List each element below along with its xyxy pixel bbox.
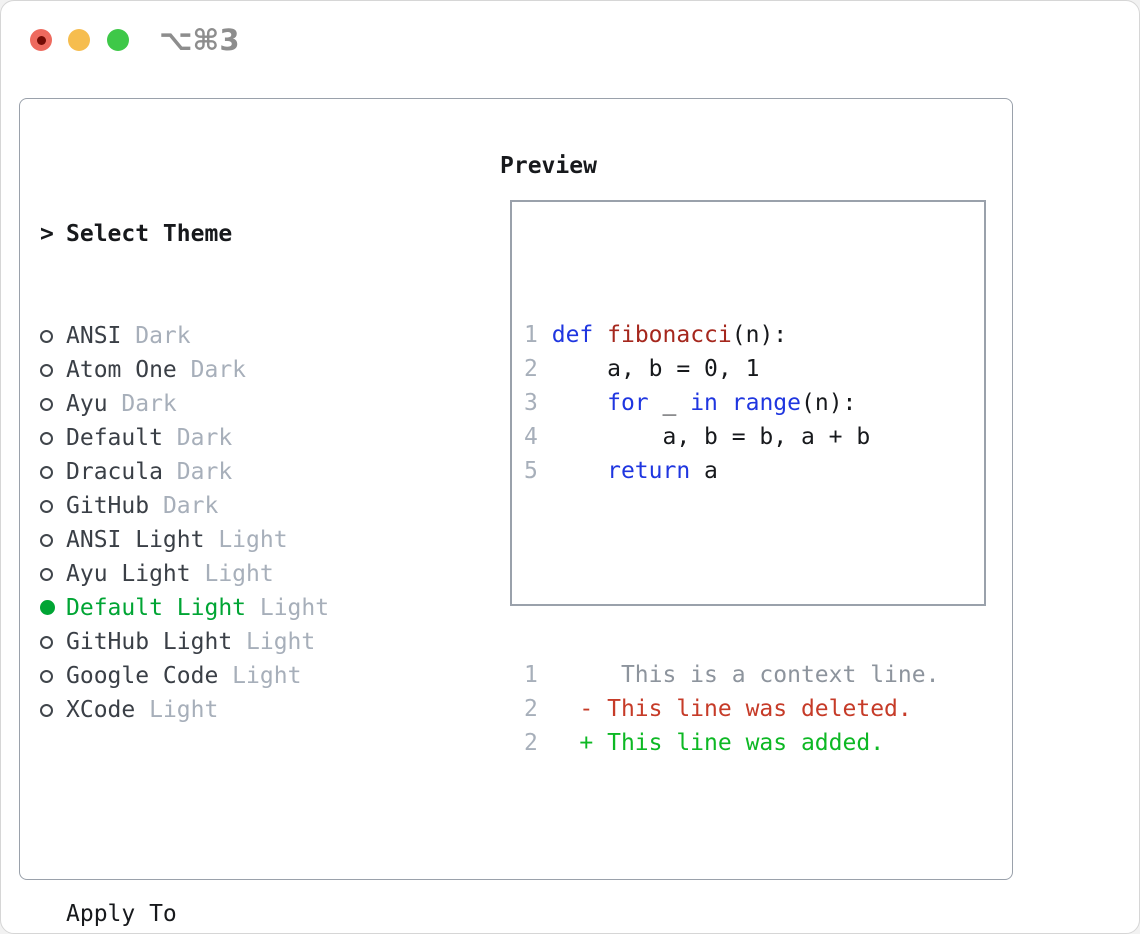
list-item-theme-ansi-light[interactable]: ANSI Light Light	[40, 523, 428, 557]
preview-diff: 1 This is a context line. 2 - This line w…	[524, 658, 984, 760]
item-variant-label: Dark	[121, 323, 191, 349]
radio-icon	[40, 466, 53, 479]
item-variant-label: Dark	[149, 493, 219, 519]
radio-icon	[40, 500, 53, 513]
item-label: GitHub	[66, 493, 150, 519]
preview-pane: 1 def fibonacci(n): 2 a, b = 0, 1 3 for _ …	[510, 200, 986, 756]
item-variant-label: Light	[232, 629, 316, 655]
radio-icon	[40, 670, 53, 683]
list-item-theme-dracula[interactable]: Dracula Dark	[40, 455, 428, 489]
item-label: Ayu Light	[66, 561, 191, 587]
list-item-theme-default[interactable]: Default Dark	[40, 421, 428, 455]
item-label: Atom One	[66, 357, 177, 383]
item-label: ANSI Light	[66, 527, 205, 553]
line-number: 2	[524, 730, 538, 756]
list-item-theme-ayu[interactable]: Ayu Dark	[40, 387, 428, 421]
preview-line: 1 def fibonacci(n):	[524, 322, 788, 348]
preview-line: 2 a, b = 0, 1	[524, 356, 760, 382]
list-item-theme-ansi[interactable]: ANSI Dark	[40, 319, 428, 353]
radio-selected-icon	[40, 600, 55, 615]
item-label: Default Light	[66, 595, 247, 621]
item-label: Ayu	[66, 391, 108, 417]
zoom-window-button[interactable]	[107, 29, 129, 51]
item-variant-label: Light	[218, 663, 302, 689]
preview-line: 3 for _ in range(n):	[524, 390, 857, 416]
apply-to-title: Apply To	[66, 901, 177, 927]
item-variant-label: Dark	[176, 357, 247, 383]
line-number: 4	[524, 424, 538, 450]
item-variant-label: Light	[204, 527, 288, 553]
preview-line: 2 - This line was deleted.	[524, 696, 912, 722]
radio-icon	[40, 330, 53, 343]
item-variant-label: Light	[135, 697, 219, 723]
radio-icon	[40, 568, 53, 581]
radio-icon	[40, 432, 53, 445]
radio-icon	[40, 704, 53, 717]
apply-to-header-row: Apply To	[40, 897, 428, 931]
list-item-theme-default-light[interactable]: Default Light Light	[40, 591, 428, 625]
radio-icon	[40, 636, 53, 649]
line-number: 2	[524, 356, 538, 382]
radio-icon	[40, 364, 53, 377]
preview-line: 4 a, b = b, a + b	[524, 424, 871, 450]
item-variant-label: Light	[246, 595, 330, 621]
preview-line: 2 + This line was added.	[524, 730, 885, 756]
line-number: 1	[524, 322, 538, 348]
item-label: ANSI	[66, 323, 122, 349]
theme-list-title: Select Theme	[66, 221, 233, 247]
item-label: Google Code	[66, 663, 219, 689]
item-variant-label: Dark	[107, 391, 177, 417]
record-dot-icon	[36, 35, 46, 45]
preview-code: 1 def fibonacci(n): 2 a, b = 0, 1 3 for _ …	[524, 318, 984, 488]
item-label: GitHub Light	[66, 629, 233, 655]
item-label: Default	[66, 425, 163, 451]
minimize-window-button[interactable]	[68, 29, 90, 51]
item-label: Dracula	[66, 459, 163, 485]
line-number: 1	[524, 662, 538, 688]
keyboard-shortcut-label: ⌥⌘3	[159, 23, 240, 57]
item-variant-label: Light	[190, 561, 274, 587]
radio-icon	[40, 534, 53, 547]
item-variant-label: Dark	[162, 459, 233, 485]
line-number: 2	[524, 696, 538, 722]
spacer	[524, 556, 984, 590]
line-number: 3	[524, 390, 538, 416]
close-window-button[interactable]	[30, 29, 52, 51]
list-item-theme-github-light[interactable]: GitHub Light Light	[40, 625, 428, 659]
list-item-theme-ayu-light[interactable]: Ayu Light Light	[40, 557, 428, 591]
preview-content: 1 def fibonacci(n): 2 a, b = 0, 1 3 for _ …	[512, 202, 984, 828]
preview-line: 1 This is a context line.	[524, 662, 940, 688]
radio-icon	[40, 398, 53, 411]
theme-list-header-row: > Select Theme	[40, 217, 428, 251]
preview-line: 5 return a	[524, 458, 718, 484]
item-label: XCode	[66, 697, 136, 723]
preview-title: Preview	[500, 153, 597, 179]
item-variant-label: Dark	[162, 425, 233, 451]
list-item-theme-github[interactable]: GitHub Dark	[40, 489, 428, 523]
list-item-theme-atom-one[interactable]: Atom One Dark	[40, 353, 428, 387]
cursor-icon: >	[40, 221, 54, 247]
list-item-theme-google-code[interactable]: Google Code Light	[40, 659, 428, 693]
spacer	[40, 795, 428, 829]
line-number: 5	[524, 458, 538, 484]
list-item-theme-xcode[interactable]: XCode Light	[40, 693, 428, 727]
